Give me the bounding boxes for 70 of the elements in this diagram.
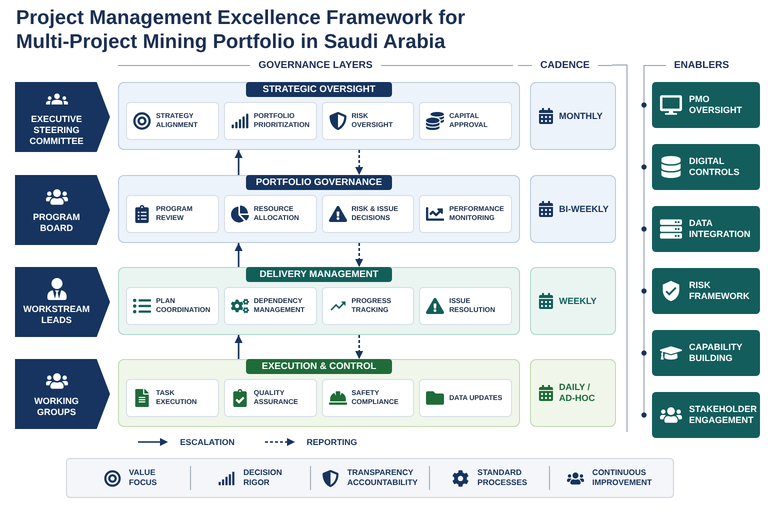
activity-card — [126, 287, 219, 325]
role-tag — [15, 359, 110, 429]
activity-card — [322, 379, 414, 417]
layer-header: EXECUTION & CONTROL — [246, 359, 392, 374]
values-bar — [66, 458, 674, 498]
arrow — [234, 243, 243, 267]
activity-card — [322, 195, 414, 233]
legend-label: REPORTING — [306, 437, 358, 447]
cadence-panel — [530, 82, 616, 150]
cadence-label: WEEKLY — [559, 296, 597, 306]
layer-header: STRATEGIC OVERSIGHT — [246, 82, 392, 97]
activity-card — [224, 195, 316, 233]
enabler-tile — [652, 392, 760, 438]
cadence-panel — [530, 175, 616, 243]
activity-card — [224, 287, 316, 325]
enabler-label: PMO OVERSIGHT — [689, 94, 744, 116]
activity-card — [419, 379, 512, 417]
section-heading: ENABLERS — [674, 60, 730, 70]
cadence-panel — [530, 267, 616, 335]
section-heading: GOVERNANCE LAYERS — [258, 60, 373, 70]
activity-card — [224, 102, 316, 140]
enabler-tile — [652, 268, 760, 314]
role-label: EXECUTIVE STEERING COMMITTEE — [28, 114, 84, 146]
activity-card — [322, 102, 414, 140]
section-heading: CADENCE — [540, 60, 590, 70]
enabler-label: CAPABILITY BUILDING — [689, 342, 744, 364]
layer-panel — [118, 359, 520, 427]
cadence-label: DAILY / AD-HOC — [559, 382, 596, 404]
activity-card — [126, 195, 219, 233]
activity-card — [322, 287, 414, 325]
role-label: PROGRAM BOARD — [32, 212, 81, 234]
layer-header: PORTFOLIO GOVERNANCE — [246, 175, 392, 190]
role-tag — [15, 82, 110, 152]
enabler-tile — [652, 330, 760, 376]
value-label: DECISION RIGOR — [243, 468, 282, 488]
cadence-panel — [530, 359, 616, 427]
enabler-tile — [652, 144, 760, 190]
value-label: STANDARD PROCESSES — [477, 468, 528, 488]
enabler-tile — [652, 206, 760, 252]
layer-panel — [118, 175, 520, 243]
enabler-label: DIGITAL CONTROLS — [689, 156, 740, 178]
role-tag — [15, 267, 110, 337]
activity-card — [126, 379, 219, 417]
legend-label: ESCALATION — [180, 437, 235, 447]
enabler-label: RISK FRAMEWORK — [689, 280, 750, 302]
activity-card — [126, 102, 219, 140]
page-title: Project Management Excellence Framework for Multi-Project Mining Portfolio in Saudi Arabia — [16, 6, 466, 54]
dashed-arrow — [355, 150, 364, 175]
activity-card — [224, 379, 316, 417]
value-label: TRANSPARENCY ACCOUNTABILITY — [347, 468, 418, 488]
cadence-label: BI-WEEKLY — [559, 204, 609, 214]
activity-card — [419, 102, 512, 140]
value-label: CONTINUOUS IMPROVEMENT — [592, 468, 652, 488]
enabler-label: DATA INTEGRATION — [689, 218, 752, 240]
cadence-label: MONTHLY — [559, 110, 603, 122]
role-label: WORKING GROUPS — [33, 396, 80, 418]
layer-header: DELIVERY MANAGEMENT — [246, 267, 392, 282]
activity-card — [419, 287, 512, 325]
enabler-tile — [652, 82, 760, 128]
dashed-arrow — [355, 243, 364, 267]
layer-panel — [118, 82, 520, 150]
arrow — [234, 150, 243, 175]
activity-card — [419, 195, 512, 233]
arrow — [234, 335, 243, 359]
role-label: WORKSTREAM LEADS — [22, 304, 91, 326]
layer-panel — [118, 267, 520, 335]
role-tag — [15, 175, 110, 245]
value-label: VALUE FOCUS — [128, 468, 157, 488]
enabler-label: STAKEHOLDER ENGAGEMENT — [689, 404, 757, 426]
dashed-arrow — [355, 335, 364, 359]
